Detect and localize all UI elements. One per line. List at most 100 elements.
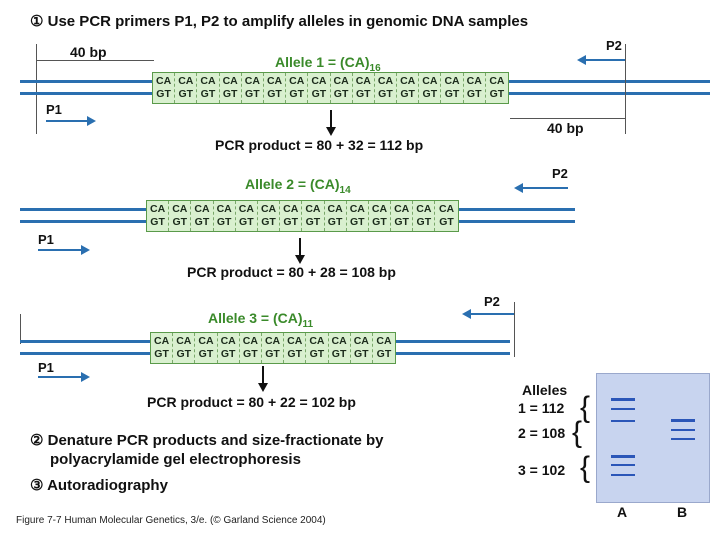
repeat-top: CA [309, 335, 325, 347]
allele2-subscript: 14 [339, 184, 351, 196]
repeat-bottom: GT [309, 348, 325, 360]
repeat-bottom: GT [378, 88, 393, 100]
repeat-top: CA [198, 335, 214, 347]
allele2-name: Allele 2 = (CA)14 [245, 176, 351, 196]
repeat-top: CA [260, 203, 277, 215]
gel-band-b1 [671, 419, 695, 422]
primer-p1-allele2: P1 [38, 232, 54, 247]
repeat-top: CA [264, 335, 281, 347]
brace-allele1: { [580, 391, 591, 424]
repeat-bottom: GT [150, 216, 165, 228]
repeat-bottom: GT [333, 88, 349, 100]
primer-p1-allele3: P1 [38, 360, 54, 375]
repeat-top: CA [353, 335, 369, 347]
step1-text: Use PCR primers P1, P2 to amplify allele… [47, 13, 529, 30]
gel-band-a5 [611, 464, 635, 466]
repeat-bottom: GT [198, 348, 214, 360]
gel-band-a6 [611, 474, 635, 476]
repeat-bottom: GT [156, 88, 171, 100]
gel-band-b3 [671, 438, 695, 440]
repeat-bottom: GT [243, 348, 258, 360]
repeat-bottom: GT [331, 348, 347, 360]
allele3-name-text: Allele 3 = (CA) [208, 310, 303, 326]
gel-lane-b: B [677, 504, 688, 520]
repeat-top: CA [311, 75, 327, 87]
brace-allele2: { [572, 416, 583, 449]
label-40bp-left: 40 bp [70, 44, 107, 60]
down-arrow-2 [295, 238, 305, 264]
gel-band-a3 [611, 420, 635, 422]
gel-size-1: 1 = 112 [518, 400, 565, 416]
repeat-top: CA [333, 75, 349, 87]
repeat-top: CA [371, 203, 388, 215]
gel-size-2: 2 = 108 [518, 425, 566, 441]
gel-lane-a: A [617, 504, 628, 520]
dim-line-left [36, 44, 37, 134]
repeat-bottom: GT [267, 88, 282, 100]
repeat-top: CA [444, 75, 460, 87]
repeat-bottom: GT [444, 88, 460, 100]
repeat-top: CA [200, 75, 216, 87]
dim-40bp-right [510, 118, 625, 119]
repeat-top: CA [331, 335, 347, 347]
repeat-bottom: GT [178, 88, 194, 100]
dim-40bp-left [36, 60, 154, 61]
repeat-bottom: GT [439, 216, 454, 228]
repeat-top: CA [327, 203, 343, 215]
down-arrow-1 [326, 110, 336, 136]
repeat-top: CA [156, 75, 172, 87]
allele1-subscript: 16 [369, 62, 381, 74]
step3-number: ③ [30, 477, 44, 494]
gel-band-a4 [611, 455, 635, 458]
step3-title: ③ Autoradiography [30, 476, 168, 494]
allele3-name: Allele 3 = (CA)11 [208, 310, 313, 330]
primer-p2-allele2: P2 [552, 166, 568, 181]
repeat-top: CA [377, 75, 394, 87]
repeat-top: CA [222, 75, 238, 87]
primer-p2-allele1: P2 [606, 38, 622, 53]
repeat-bottom: GT [289, 88, 305, 100]
repeat-top: CA [244, 75, 260, 87]
repeat-bottom: GT [176, 348, 192, 360]
repeat-bottom: GT [466, 88, 482, 100]
repeat-top: CA [305, 203, 321, 215]
p1-arrow-allele1 [46, 116, 96, 126]
gel-alleles-title: Alleles [522, 382, 568, 398]
repeat-top: CA [355, 75, 371, 87]
primer-p1-allele1: P1 [46, 102, 62, 117]
repeat-bottom: GT [239, 216, 254, 228]
step3-text: Autoradiography [47, 477, 168, 494]
repeat-top: CA [216, 203, 232, 215]
repeat-top: CA [489, 75, 505, 87]
repeat-bottom: GT [353, 348, 369, 360]
repeat-top: CA [349, 203, 365, 215]
allele3-subscript: 11 [302, 318, 314, 330]
gel-band-a1 [611, 398, 635, 401]
